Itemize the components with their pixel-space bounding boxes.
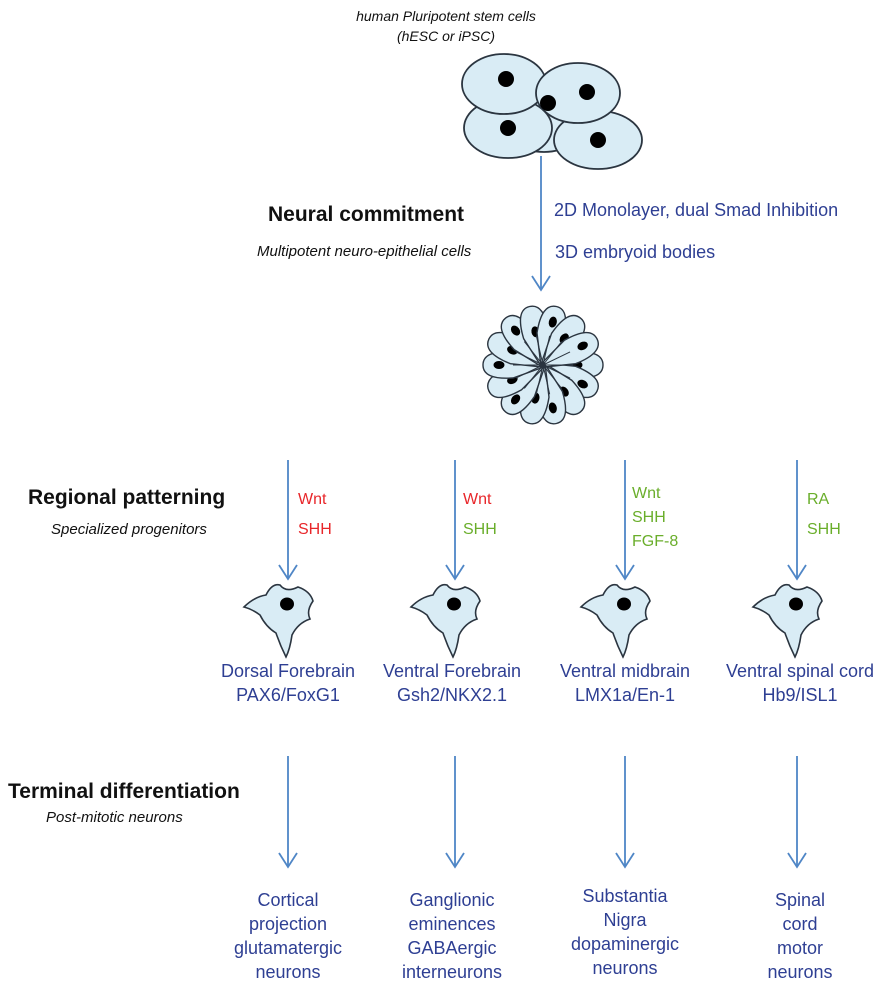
neuron-line: motor [776, 938, 823, 958]
neuron-label-col1: Cortical projection glutamatergic neuron… [198, 888, 378, 984]
region-label-col4: Ventral spinal cord Hb9/ISL1 [708, 659, 892, 707]
stem-cell-cluster-icon [461, 53, 643, 170]
source-cells-line2: (hESC or iPSC) [396, 28, 496, 44]
neuron-line: GABAergic [407, 938, 497, 958]
signal-ra: RA [807, 491, 830, 508]
patterning-arrow [787, 460, 807, 581]
neuron-label-col3: Substantia Nigra dopaminergic neurons [540, 884, 710, 980]
neuron-label-col2: Ganglionic eminences GABAergic interneur… [367, 888, 537, 984]
neuron-line: neurons [255, 962, 321, 982]
differentiation-arrow [615, 756, 635, 869]
region-marker: Hb9/ISL1 [762, 685, 838, 705]
rosette-spoke [542, 341, 563, 366]
neuron-line: interneurons [401, 962, 503, 982]
rosette-spoke [542, 351, 571, 366]
signal-shh: SHH [632, 509, 666, 526]
neuron-line: Nigra [603, 910, 647, 930]
neuron-line: neurons [767, 962, 833, 982]
progenitor-cell-icon [409, 583, 481, 659]
differentiation-arrow [278, 756, 298, 869]
neuron-line: projection [248, 914, 328, 934]
rosette-spoke [542, 364, 571, 379]
region-marker: Gsh2/NKX2.1 [396, 685, 508, 705]
rosette-spoke [523, 341, 544, 366]
rosette-spoke [542, 364, 551, 395]
region-marker: LMX1a/En-1 [574, 685, 676, 705]
progenitor-cell-icon [579, 583, 651, 659]
signal-shh: SHH [807, 521, 841, 538]
region-label-col2: Ventral Forebrain Gsh2/NKX2.1 [357, 659, 547, 707]
signals-col2: Wnt SHH [463, 485, 497, 545]
neuron-line: Spinal [774, 890, 826, 910]
regional-patterning-subheading: Specialized progenitors [51, 521, 207, 538]
method-2d-monolayer: 2D Monolayer, dual Smad Inhibition [554, 200, 839, 220]
signal-shh: SHH [463, 521, 497, 538]
neural-rosette-icon [482, 305, 604, 425]
regional-patterning-heading: Regional patterning [28, 486, 226, 509]
region-name: Ventral spinal cord [725, 661, 875, 681]
differentiation-arrow [445, 756, 465, 869]
neuron-line: neurons [592, 958, 658, 978]
progenitor-cell-icon [751, 583, 823, 659]
method-3d-embryoid: 3D embryoid bodies [555, 242, 716, 262]
signal-wnt: Wnt [632, 485, 661, 502]
neuron-line: Substantia [582, 886, 668, 906]
region-name: Ventral midbrain [559, 661, 691, 681]
rosette-spoke [535, 335, 544, 366]
rosette-spoke [515, 351, 544, 366]
signal-wnt: Wnt [463, 491, 492, 508]
rosette-spoke [535, 364, 544, 395]
neuron-line: cord [782, 914, 818, 934]
rosette-spoke [542, 335, 551, 366]
terminal-differentiation-subheading: Post-mitotic neurons [46, 809, 183, 826]
patterning-arrow [445, 460, 465, 581]
region-label-col3: Ventral midbrain LMX1a/En-1 [530, 659, 720, 707]
signal-wnt: Wnt [298, 491, 327, 508]
progenitor-cell-icon [242, 583, 314, 659]
commitment-arrow [531, 156, 551, 292]
rosette-spoke [542, 364, 563, 389]
neural-commitment-subheading: Multipotent neuro-epithelial cells [257, 243, 472, 260]
neuron-line: Cortical [257, 890, 319, 910]
rosette-spoke [523, 364, 544, 389]
neuron-line: Ganglionic [409, 890, 495, 910]
patterning-arrow [278, 460, 298, 581]
neural-commitment-heading: Neural commitment [268, 203, 465, 226]
source-cells-line1: human Pluripotent stem cells [356, 8, 536, 24]
signal-shh: SHH [298, 521, 332, 538]
region-label-col1: Dorsal Forebrain PAX6/FoxG1 [188, 659, 388, 707]
signals-col3: Wnt SHH FGF-8 [632, 482, 678, 554]
neuron-line: glutamatergic [233, 938, 343, 958]
region-marker: PAX6/FoxG1 [236, 685, 340, 705]
signals-col1: Wnt SHH [298, 485, 332, 545]
signals-col4: RA SHH [807, 485, 841, 545]
neuron-line: eminences [408, 914, 496, 934]
source-cells-label: human Pluripotent stem cells (hESC or iP… [346, 6, 546, 46]
differentiation-arrow [787, 756, 807, 869]
signal-fgf8: FGF-8 [632, 533, 679, 550]
neuron-label-col4: Spinal cord motor neurons [720, 888, 880, 984]
rosette-spoke [515, 364, 544, 379]
neuron-line: dopaminergic [570, 934, 680, 954]
region-name: Ventral Forebrain [382, 661, 522, 681]
region-name: Dorsal Forebrain [220, 661, 356, 681]
patterning-arrow [615, 460, 635, 581]
terminal-differentiation-heading: Terminal differentiation [8, 780, 240, 803]
